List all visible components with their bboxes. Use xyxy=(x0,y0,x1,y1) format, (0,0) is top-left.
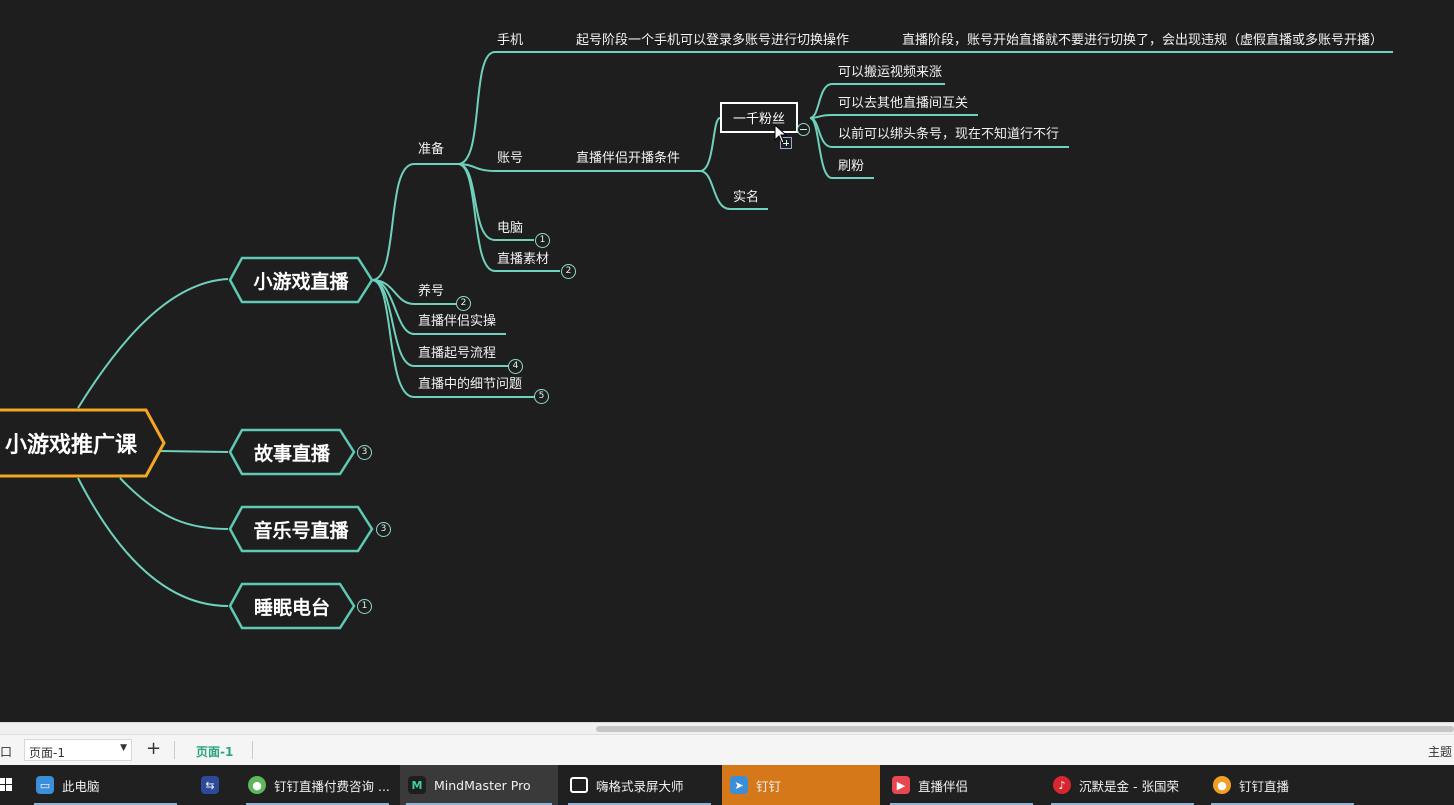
add-page-button[interactable]: + xyxy=(146,738,162,759)
count-badge[interactable]: 3 xyxy=(376,522,391,537)
topic-phone[interactable]: 手机 xyxy=(497,33,524,48)
branch-node-music[interactable]: 音乐号直播 xyxy=(253,519,349,542)
taskbar-item-dingtalk[interactable]: ➤ 钉钉 xyxy=(722,765,880,805)
topic-practice[interactable]: 直播伴侣实操 xyxy=(418,314,497,329)
taskbar-label: 沉默是金 - 张国荣 xyxy=(1079,778,1179,794)
scrollbar-thumb[interactable] xyxy=(596,726,1454,732)
branch-node-shape xyxy=(228,256,374,304)
dingtalk-icon: ➤ xyxy=(730,776,748,794)
topic-account-condition[interactable]: 直播伴侣开播条件 xyxy=(576,151,681,166)
topic-realname[interactable]: 实名 xyxy=(733,190,760,205)
topic-phone-detail-1[interactable]: 起号阶段一个手机可以登录多账号进行切换操作 xyxy=(576,33,850,48)
topic-phone-detail-2[interactable]: 直播阶段，账号开始直播就不要进行切换了，会出现违规（虚假直播或多账号开播） xyxy=(902,33,1384,48)
topic-way-3[interactable]: 以前可以绑头条号，现在不知道行不行 xyxy=(838,127,1060,142)
active-indicator xyxy=(246,803,389,805)
connector-lines xyxy=(77,51,1393,607)
root-node-shape xyxy=(0,408,166,478)
page-bar: 口 页面-1 ▼ + 页面-1 主题 xyxy=(0,734,1454,766)
page-select[interactable]: 页面-1 ▼ xyxy=(24,739,132,761)
active-indicator xyxy=(34,803,177,805)
topic-details[interactable]: 直播中的细节问题 xyxy=(418,377,523,392)
dingtalk-green-icon: ● xyxy=(248,776,266,794)
topic-pc[interactable]: 电脑 xyxy=(497,221,524,236)
taskbar-item-this-pc[interactable]: ▭ 此电脑 xyxy=(28,765,183,805)
topic-way-4[interactable]: 刷粉 xyxy=(838,159,865,174)
taskbar-label: 钉钉直播付费咨询 ... xyxy=(274,778,390,794)
chevron-down-icon: ▼ xyxy=(120,743,127,753)
count-badge[interactable]: 1 xyxy=(535,233,550,248)
count-badge[interactable]: 3 xyxy=(357,445,372,460)
tab-page-1[interactable]: 页面-1 xyxy=(196,745,234,759)
taskbar-item-mindmaster[interactable]: M MindMaster Pro xyxy=(400,765,558,805)
active-indicator xyxy=(890,803,1033,805)
topic-raise-account[interactable]: 养号 xyxy=(418,284,445,299)
computer-icon: ▭ xyxy=(36,776,54,794)
branch-node-shape xyxy=(228,582,356,630)
branch-node-story[interactable]: 故事直播 xyxy=(253,442,330,465)
root-node[interactable]: 小游戏推广课 xyxy=(4,433,137,458)
horizontal-scrollbar[interactable] xyxy=(0,722,1454,735)
dingtalk-live-icon: ● xyxy=(1213,776,1231,794)
taskbar-item-recorder[interactable]: 嗨格式录屏大师 xyxy=(562,765,717,805)
taskbar-label: MindMaster Pro xyxy=(434,777,531,793)
taskbar-item-dingtalk-consult[interactable]: ● 钉钉直播付费咨询 ... xyxy=(240,765,395,805)
page-select-value: 页面-1 xyxy=(29,746,65,760)
branch-node-sleep[interactable]: 睡眠电台 xyxy=(253,596,330,619)
page-icon[interactable]: 口 xyxy=(0,745,13,759)
branch-node-shape xyxy=(228,428,356,476)
theme-button[interactable]: 主题 xyxy=(1428,745,1453,759)
count-badge[interactable]: 1 xyxy=(357,599,372,614)
mindmap-canvas[interactable]: 小游戏推广课 小游戏直播 故事直播 3 音乐号直播 3 睡眠电台 1 准备 养号… xyxy=(0,0,1454,722)
topic-material[interactable]: 直播素材 xyxy=(497,252,550,267)
count-badge[interactable]: 4 xyxy=(508,359,523,374)
topic-way-2[interactable]: 可以去其他直播间互关 xyxy=(838,96,969,111)
taskbar-item-dingtalk-live[interactable]: ● 钉钉直播 xyxy=(1205,765,1360,805)
taskbar-label: 直播伴侣 xyxy=(918,778,969,794)
collapse-icon[interactable] xyxy=(797,123,810,136)
taskbar-item-app[interactable]: ⇆ xyxy=(193,765,233,805)
taskbar-item-live-companion[interactable]: ▶ 直播伴侣 xyxy=(884,765,1039,805)
divider xyxy=(174,741,175,759)
taskbar: ▭ 此电脑 ⇆ ● 钉钉直播付费咨询 ... M MindMaster Pro … xyxy=(0,765,1454,805)
windows-start-icon[interactable] xyxy=(0,775,12,795)
app-icon: ⇆ xyxy=(201,776,219,794)
topic-way-1[interactable]: 可以搬运视频来涨 xyxy=(838,65,943,80)
topic-account[interactable]: 账号 xyxy=(497,151,524,166)
topic-flow[interactable]: 直播起号流程 xyxy=(418,346,497,361)
taskbar-label: 钉钉直播 xyxy=(1239,778,1290,794)
active-indicator xyxy=(1211,803,1354,805)
topic-prep[interactable]: 准备 xyxy=(418,142,445,157)
divider xyxy=(252,741,253,759)
count-badge[interactable]: 2 xyxy=(561,264,576,279)
netease-music-icon: ♪ xyxy=(1053,776,1071,794)
topic-followers-selected[interactable]: 一千粉丝 xyxy=(720,102,798,133)
mindmaster-icon: M xyxy=(408,776,426,794)
active-indicator xyxy=(1051,803,1194,805)
live-companion-icon: ▶ xyxy=(892,776,910,794)
active-indicator xyxy=(406,803,552,805)
taskbar-label: 钉钉 xyxy=(756,778,782,794)
taskbar-label: 此电脑 xyxy=(62,778,100,794)
branch-node-shape xyxy=(228,505,374,553)
recorder-icon xyxy=(570,777,588,793)
taskbar-label: 嗨格式录屏大师 xyxy=(596,778,684,794)
taskbar-item-netease-music[interactable]: ♪ 沉默是金 - 张国荣 xyxy=(1045,765,1200,805)
branch-node-minigame[interactable]: 小游戏直播 xyxy=(253,270,349,293)
count-badge[interactable]: 5 xyxy=(534,389,549,404)
mouse-cursor-icon xyxy=(774,124,788,144)
count-badge[interactable]: 2 xyxy=(456,296,471,311)
active-indicator xyxy=(568,803,711,805)
